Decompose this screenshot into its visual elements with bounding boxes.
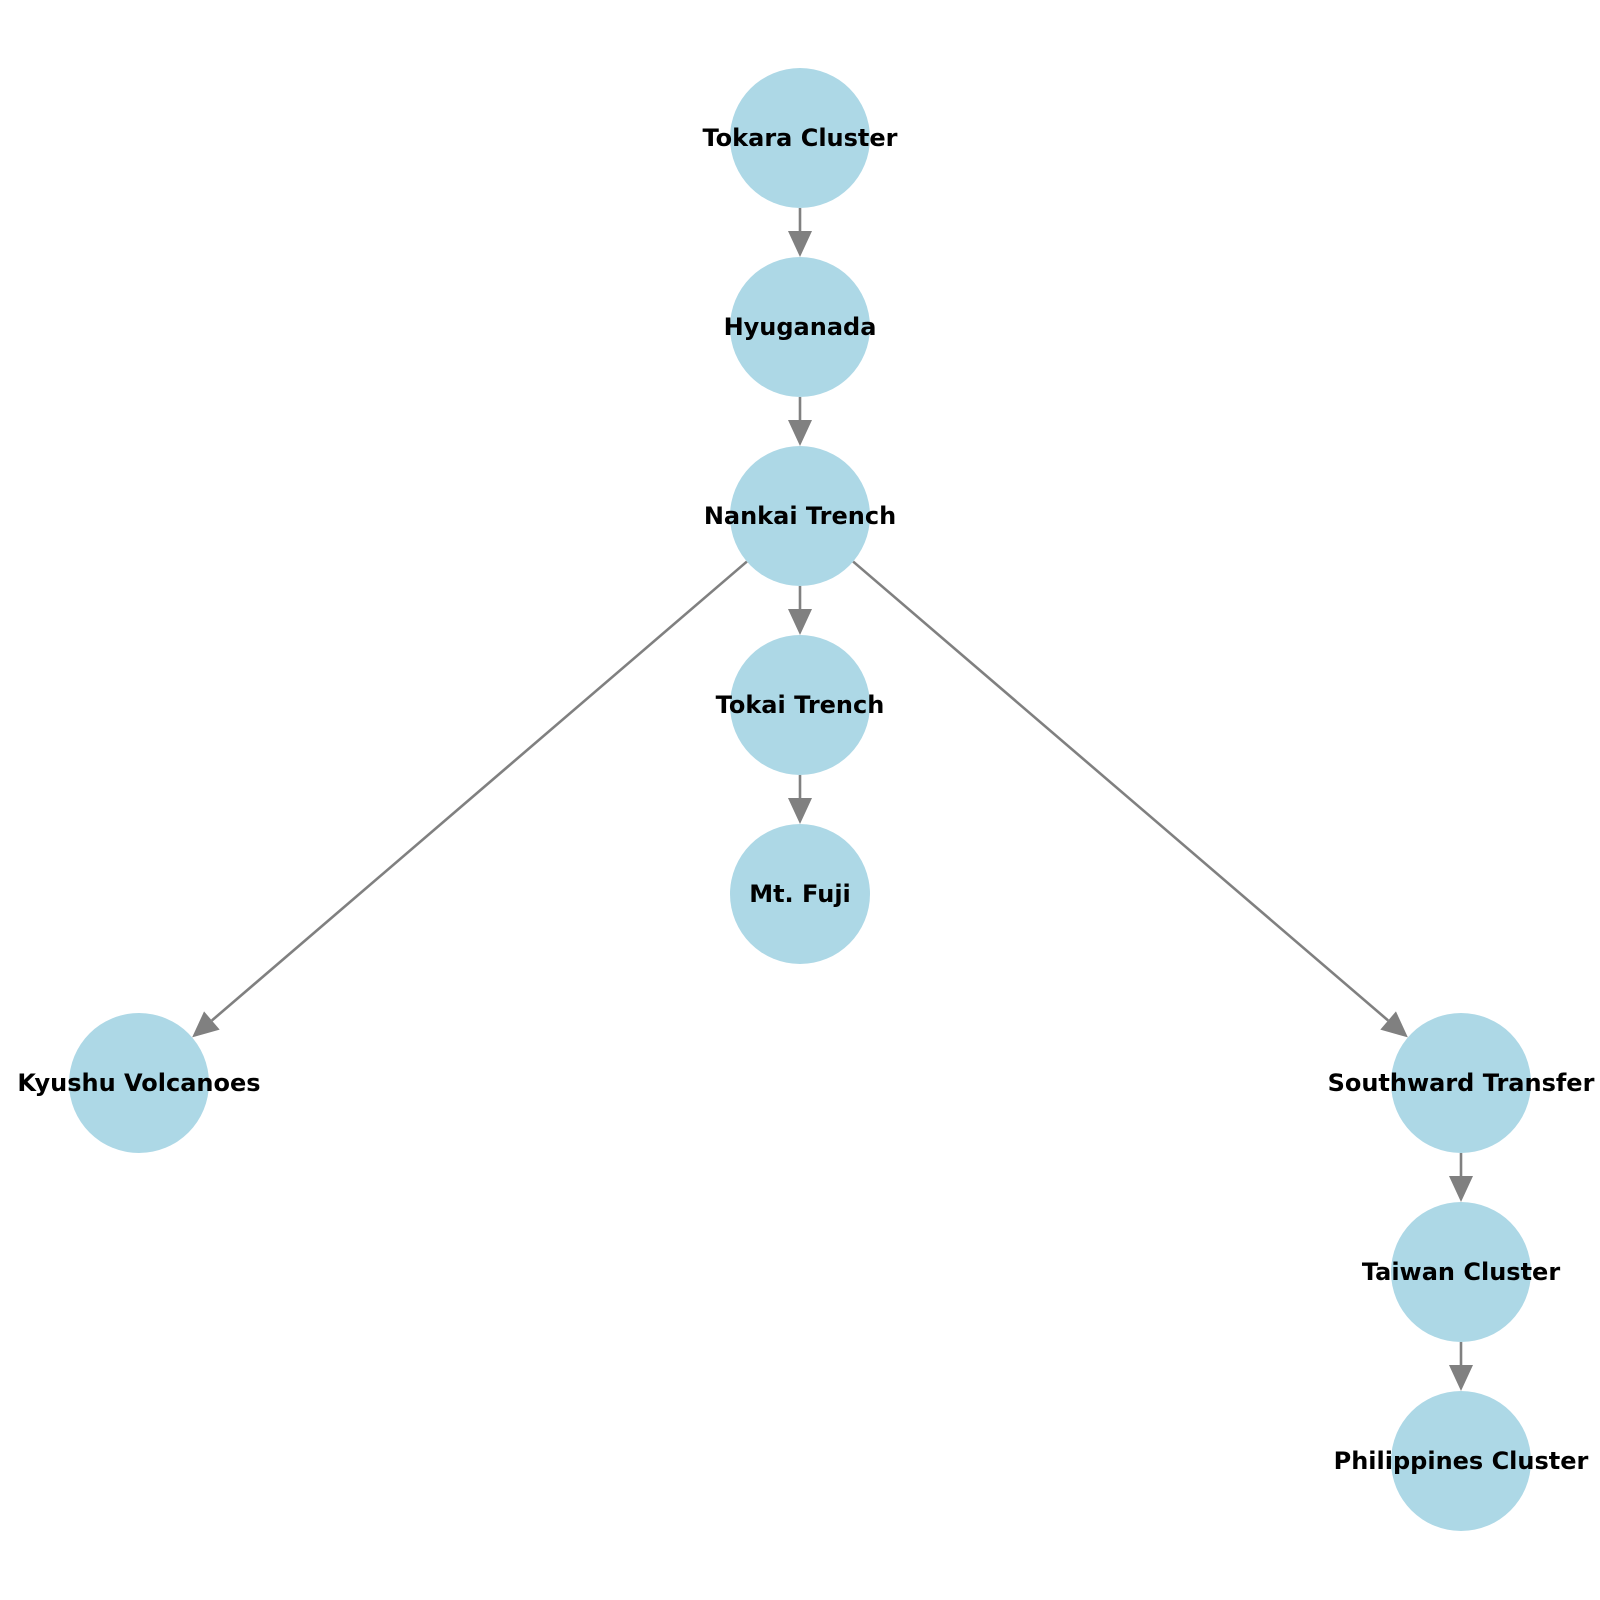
edge-nankai-to-kyushu	[192, 560, 748, 1038]
node-kyushu: Kyushu Volcanoes	[17, 1013, 261, 1153]
node-label: Nankai Trench	[704, 502, 896, 530]
node-label: Mt. Fuji	[749, 880, 851, 908]
arrowhead-icon	[788, 420, 812, 446]
node-circle	[730, 68, 870, 208]
edge-southward-to-taiwan	[1449, 1153, 1473, 1202]
node-label: Southward Transfer	[1328, 1069, 1595, 1097]
edge-line	[211, 560, 748, 1022]
node-label: Tokai Trench	[716, 691, 885, 719]
edge-nankai-to-southward	[852, 560, 1408, 1038]
arrowhead-icon	[788, 231, 812, 257]
node-circle	[730, 257, 870, 397]
node-circle	[1391, 1391, 1531, 1531]
node-label: Taiwan Cluster	[1362, 1258, 1560, 1286]
node-circle	[69, 1013, 209, 1153]
node-circle	[730, 635, 870, 775]
node-label: Kyushu Volcanoes	[17, 1069, 260, 1097]
arrowhead-icon	[788, 609, 812, 635]
arrowhead-icon	[192, 1011, 220, 1038]
node-circle	[730, 446, 870, 586]
edge-nankai-to-tokai	[788, 586, 812, 635]
node-tokai: Tokai Trench	[716, 635, 885, 775]
node-taiwan: Taiwan Cluster	[1362, 1202, 1560, 1342]
node-label: Philippines Cluster	[1334, 1447, 1589, 1475]
arrowhead-icon	[1449, 1365, 1473, 1391]
node-fuji: Mt. Fuji	[730, 824, 870, 964]
node-circle	[1391, 1202, 1531, 1342]
edge-taiwan-to-philippines	[1449, 1342, 1473, 1391]
edge-tokai-to-fuji	[788, 775, 812, 824]
edge-line	[852, 560, 1389, 1022]
node-southward: Southward Transfer	[1328, 1013, 1595, 1153]
node-nankai: Nankai Trench	[704, 446, 896, 586]
edge-hyuganada-to-nankai	[788, 397, 812, 446]
edge-tokara-to-hyuganada	[788, 208, 812, 257]
node-tokara: Tokara Cluster	[702, 68, 898, 208]
arrowhead-icon	[1380, 1011, 1408, 1038]
node-circle	[730, 824, 870, 964]
arrowhead-icon	[1449, 1176, 1473, 1202]
edges-layer	[192, 208, 1473, 1391]
node-circle	[1391, 1013, 1531, 1153]
node-philippines: Philippines Cluster	[1334, 1391, 1589, 1531]
arrowhead-icon	[788, 798, 812, 824]
node-label: Tokara Cluster	[702, 124, 897, 152]
node-hyuganada: Hyuganada	[724, 257, 877, 397]
node-label: Hyuganada	[724, 313, 877, 341]
